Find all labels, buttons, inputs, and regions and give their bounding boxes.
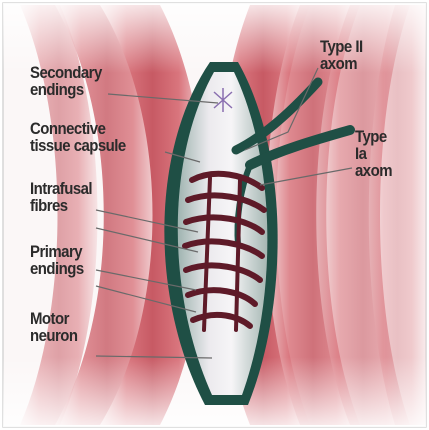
label-type-ii-axom: Type II axom: [320, 38, 363, 72]
label-secondary-endings: Secondary endings: [30, 64, 102, 98]
label-connective-tissue-capsule: Connective tissue capsule: [30, 120, 126, 154]
label-primary-endings: Primary endings: [30, 243, 84, 277]
label-type-ia-axom: Type Ia axom: [355, 128, 392, 179]
label-intrafusal-fibres: Intrafusal fibres: [30, 180, 92, 214]
label-motor-neuron: Motor neuron: [30, 310, 78, 344]
